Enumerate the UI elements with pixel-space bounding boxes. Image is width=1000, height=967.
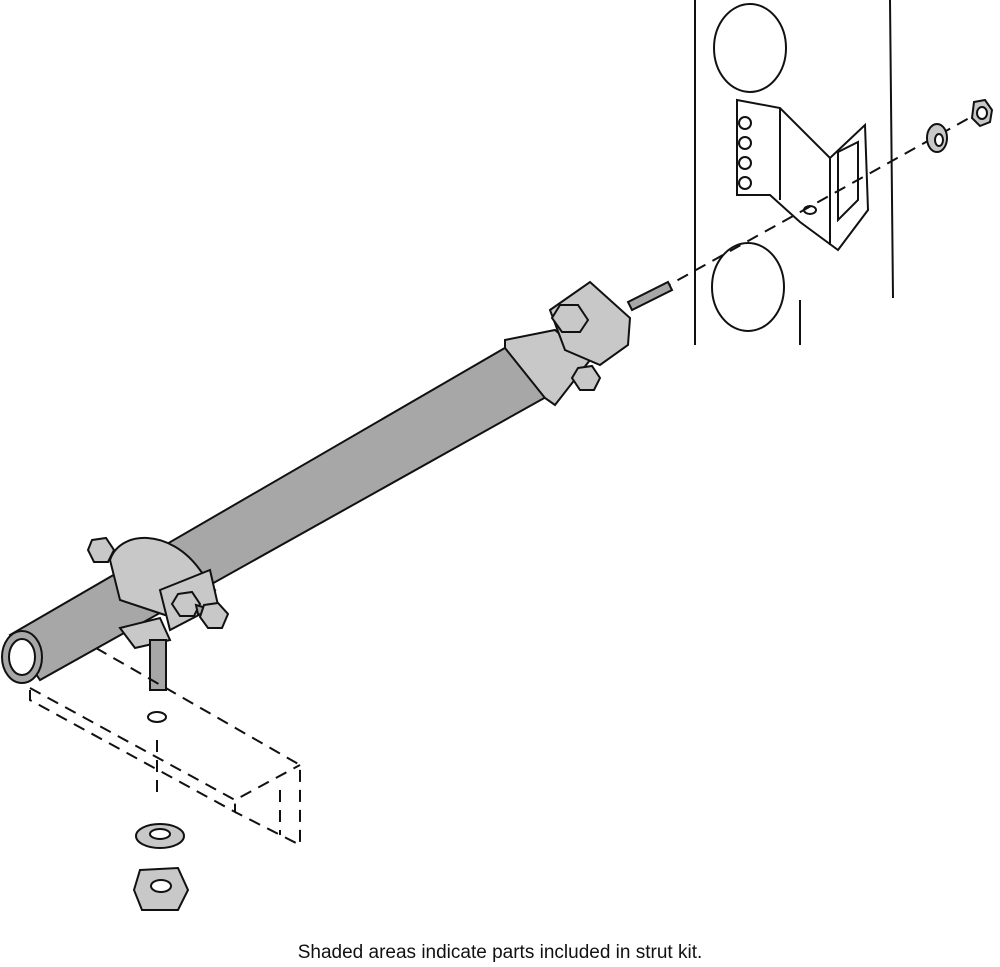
lock-washer-lower [135, 823, 185, 849]
lock-washer-upper [926, 123, 948, 153]
hex-nut-lower [132, 866, 190, 911]
pipe-clamp-lower [86, 536, 230, 650]
bolt-hole [147, 711, 167, 723]
tower-leg [694, 0, 894, 345]
strut-tube [1, 343, 557, 684]
bracket-bolt-heads [738, 116, 752, 190]
swivel-clamp-upper [504, 280, 632, 407]
threaded-bolt-lower [149, 639, 167, 691]
tower-hole-lower [711, 242, 785, 332]
tower-bracket [736, 98, 870, 252]
tower-hole-upper [713, 3, 787, 93]
threaded-rod-upper [626, 280, 674, 312]
diagram-caption: Shaded areas indicate parts included in … [297, 942, 703, 963]
hex-nut-upper [970, 98, 994, 128]
angle-member-dashed [29, 647, 301, 847]
